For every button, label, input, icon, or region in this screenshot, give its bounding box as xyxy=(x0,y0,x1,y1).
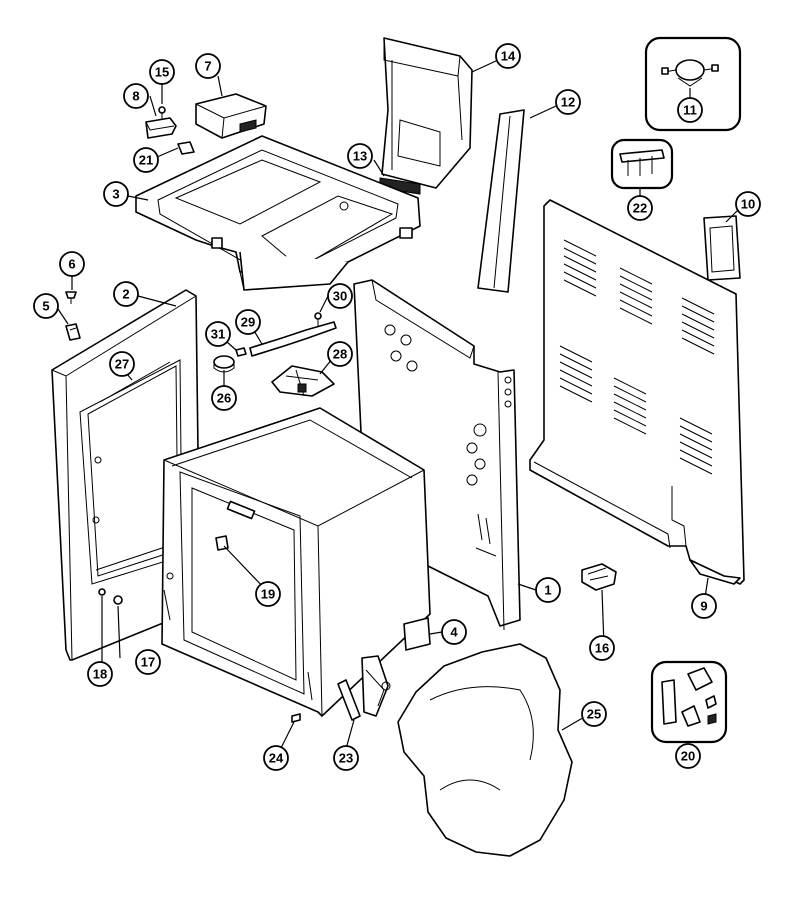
svg-text:8: 8 xyxy=(132,89,139,104)
callout-12: 12 xyxy=(555,89,581,115)
callout-11: 11 xyxy=(677,97,703,123)
callout-30: 30 xyxy=(327,283,353,309)
svg-text:30: 30 xyxy=(333,289,347,304)
callout-26: 26 xyxy=(211,385,237,411)
part-vent-strip xyxy=(477,109,525,293)
leader-lines xyxy=(55,59,739,757)
callout-20: 20 xyxy=(675,743,701,769)
callout-21: 21 xyxy=(133,147,159,173)
callout-13: 13 xyxy=(347,143,373,169)
svg-text:29: 29 xyxy=(241,315,255,330)
callout-19: 19 xyxy=(255,581,281,607)
part-rod-29 xyxy=(249,321,337,357)
part-top-panel xyxy=(135,135,421,291)
callout-6: 6 xyxy=(59,251,85,277)
part-insulation-25 xyxy=(397,643,573,857)
part-31 xyxy=(235,347,247,357)
svg-text:17: 17 xyxy=(141,655,155,670)
callout-24: 24 xyxy=(263,745,289,771)
svg-text:23: 23 xyxy=(339,751,353,766)
svg-text:6: 6 xyxy=(68,257,75,272)
svg-text:25: 25 xyxy=(587,707,601,722)
svg-text:1: 1 xyxy=(544,583,551,598)
svg-text:13: 13 xyxy=(353,149,367,164)
callout-9: 9 xyxy=(691,593,717,619)
callout-17: 17 xyxy=(135,649,161,675)
callout-25: 25 xyxy=(581,701,607,727)
svg-text:26: 26 xyxy=(217,391,231,406)
part-screw-30 xyxy=(314,312,322,326)
part-clip-5 xyxy=(65,323,81,341)
svg-text:31: 31 xyxy=(211,327,225,342)
callout-31: 31 xyxy=(205,321,231,347)
callout-5: 5 xyxy=(33,293,59,319)
part-screw-18 xyxy=(98,588,106,596)
part-latch-28 xyxy=(271,365,335,397)
svg-text:15: 15 xyxy=(155,65,169,80)
part-bracket-9 xyxy=(689,559,741,585)
callout-27: 27 xyxy=(109,351,135,377)
part-20-inset xyxy=(650,660,728,744)
svg-text:18: 18 xyxy=(93,667,107,682)
callout-1: 1 xyxy=(535,577,561,603)
svg-text:4: 4 xyxy=(450,625,458,640)
svg-text:14: 14 xyxy=(501,49,516,64)
callout-2: 2 xyxy=(113,281,139,307)
svg-text:20: 20 xyxy=(681,749,695,764)
part-screw-6 xyxy=(65,291,77,304)
part-screw-24 xyxy=(291,713,301,723)
part-bracket-16 xyxy=(581,563,617,591)
callout-15: 15 xyxy=(149,59,175,85)
callout-14: 14 xyxy=(495,43,521,69)
part-module-7 xyxy=(195,93,267,139)
callout-23: 23 xyxy=(333,745,359,771)
part-block-8 xyxy=(145,117,177,139)
svg-text:16: 16 xyxy=(595,641,609,656)
callout-22: 22 xyxy=(627,195,653,221)
part-duct-upper xyxy=(381,37,473,189)
svg-text:22: 22 xyxy=(633,201,647,216)
svg-text:11: 11 xyxy=(683,103,697,118)
callout-18: 18 xyxy=(87,661,113,687)
part-hinge-23 xyxy=(337,655,391,721)
part-screw-17 xyxy=(113,595,123,605)
callout-29: 29 xyxy=(235,309,261,335)
part-oven-cavity xyxy=(161,407,431,717)
svg-text:12: 12 xyxy=(561,95,575,110)
svg-text:21: 21 xyxy=(139,153,153,168)
part-back-panel xyxy=(529,199,745,585)
part-22-inset xyxy=(610,138,674,190)
part-bracket-10 xyxy=(703,215,741,281)
callout-16: 16 xyxy=(589,635,615,661)
svg-text:9: 9 xyxy=(700,599,707,614)
part-screw-15 xyxy=(158,106,166,120)
callout-10: 10 xyxy=(735,191,761,217)
callout-7: 7 xyxy=(195,53,221,79)
svg-text:5: 5 xyxy=(42,299,49,314)
part-strip-27 xyxy=(99,361,171,403)
svg-text:24: 24 xyxy=(269,751,284,766)
svg-text:27: 27 xyxy=(115,357,129,372)
svg-text:2: 2 xyxy=(122,287,129,302)
svg-text:7: 7 xyxy=(204,59,211,74)
callout-8: 8 xyxy=(123,83,149,109)
callout-4: 4 xyxy=(441,619,467,645)
part-bracket-4 xyxy=(403,617,431,651)
part-clip-21 xyxy=(177,141,195,155)
svg-text:28: 28 xyxy=(333,347,347,362)
part-11-inset xyxy=(644,36,742,132)
part-knob-26 xyxy=(213,355,235,373)
callout-28: 28 xyxy=(327,341,353,367)
svg-text:10: 10 xyxy=(741,197,755,212)
callout-3: 3 xyxy=(103,181,129,207)
svg-text:19: 19 xyxy=(261,587,275,602)
svg-text:3: 3 xyxy=(112,187,119,202)
